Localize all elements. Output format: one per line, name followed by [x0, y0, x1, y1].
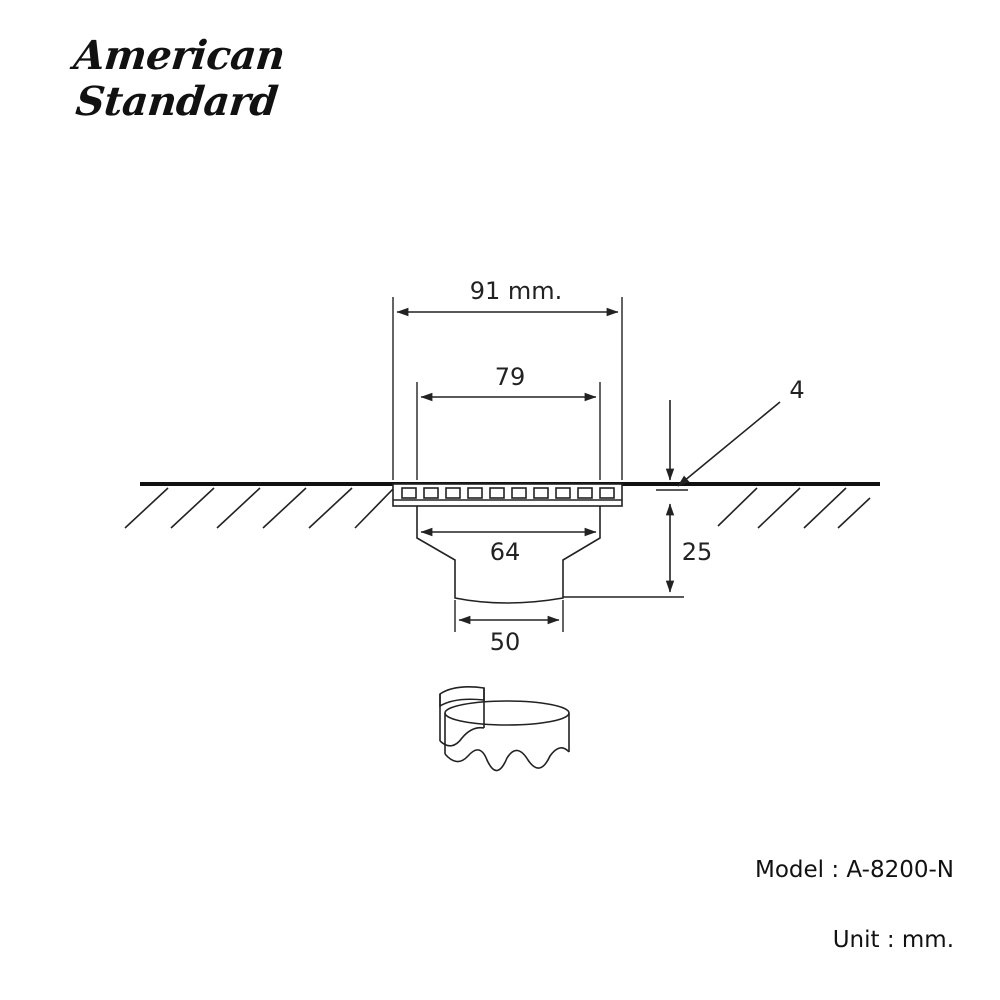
floor-hatching [124, 487, 871, 529]
label-grate-width: 79 [495, 363, 526, 391]
drain-body [416, 506, 601, 604]
label-overall-width: 91 mm. [470, 277, 563, 305]
model-number: Model : A-8200-N [755, 857, 954, 883]
drain-fitting-illustration [439, 686, 570, 772]
extension-lines [392, 297, 688, 632]
label-outlet-width: 50 [490, 628, 521, 656]
label-depth: 25 [682, 538, 713, 566]
unit-note: Unit : mm. [832, 927, 954, 953]
label-body-width: 64 [490, 538, 521, 566]
leader-line-flange-thickness [677, 401, 781, 487]
drain-grate [392, 483, 623, 507]
label-flange-thickness: 4 [789, 376, 804, 404]
